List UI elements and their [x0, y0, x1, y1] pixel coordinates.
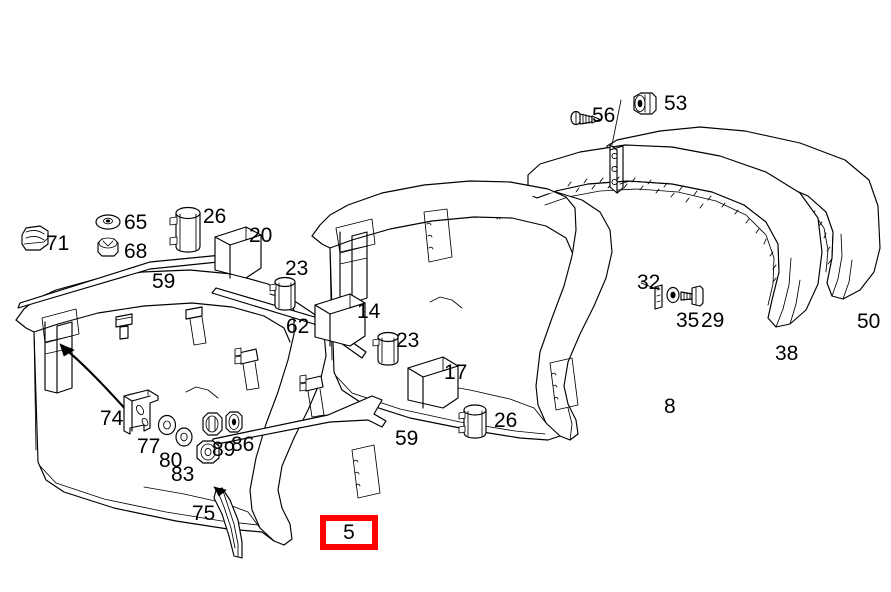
callout-80: 80 [159, 449, 183, 472]
callout-75: 75 [192, 502, 216, 525]
part-23-bushing-b [372, 331, 399, 366]
part-17-block [407, 356, 459, 409]
callout-74: 74 [100, 407, 124, 430]
callout-68: 68 [124, 240, 148, 263]
part-26-sleeve-lower [458, 404, 487, 439]
callout-5-highlighted: 5 [343, 520, 355, 544]
callout-26-lower: 26 [494, 409, 518, 432]
callout-65: 65 [124, 211, 148, 234]
part-83-lock-nut [196, 440, 220, 464]
callout-20: 20 [249, 224, 273, 247]
part-86-nut [225, 411, 243, 433]
part-35-washer [666, 286, 680, 304]
part-32-clip-plate [640, 282, 663, 310]
part-53-nut-insert [633, 92, 657, 115]
part-56-screw [570, 110, 601, 126]
part-8-bumper-cover-rear [311, 180, 613, 441]
part-71-clip [21, 225, 49, 251]
part-75-corner-trim [213, 486, 243, 559]
highlight-box-part-5 [320, 515, 378, 550]
callout-83: 83 [171, 463, 195, 486]
callout-23-a: 23 [285, 257, 309, 280]
callout-17: 17 [444, 361, 468, 384]
callout-53: 53 [664, 92, 688, 115]
callout-59-lower: 59 [395, 427, 419, 450]
callout-62: 62 [286, 315, 310, 338]
part-53-bracket [609, 99, 624, 194]
callout-77: 77 [137, 435, 161, 458]
part-68-nut [97, 237, 119, 257]
callout-56: 56 [592, 104, 616, 127]
callout-59-upper: 59 [152, 270, 176, 293]
callout-89: 89 [212, 438, 236, 461]
part-38-bumper-bar [527, 144, 823, 328]
callout-71: 71 [46, 232, 70, 255]
callout-26-upper: 26 [203, 205, 227, 228]
part-77-washer [157, 414, 177, 436]
mounting-tab-a [234, 347, 260, 391]
callout-32: 32 [637, 271, 661, 294]
callout-50: 50 [857, 310, 881, 333]
callout-35: 35 [676, 309, 700, 332]
part-74-bracket [123, 389, 159, 435]
part-20-block [214, 226, 262, 279]
part-89-nut [202, 412, 223, 436]
part-65-washer [95, 214, 121, 230]
mounting-tab-b [299, 374, 325, 418]
callout-14: 14 [357, 300, 381, 323]
part-26-sleeve-upper [169, 206, 201, 253]
callout-8: 8 [664, 395, 676, 418]
part-80-washer [175, 427, 193, 447]
callout-38: 38 [775, 342, 799, 365]
callout-29: 29 [701, 309, 725, 332]
callout-86: 86 [231, 433, 255, 456]
callout-23-b: 23 [396, 329, 420, 352]
part-59-lower-trim-strip [211, 395, 387, 446]
part-14-block [314, 293, 366, 347]
part-29-bolt [680, 285, 704, 307]
part-23-bushing-a [269, 276, 296, 311]
